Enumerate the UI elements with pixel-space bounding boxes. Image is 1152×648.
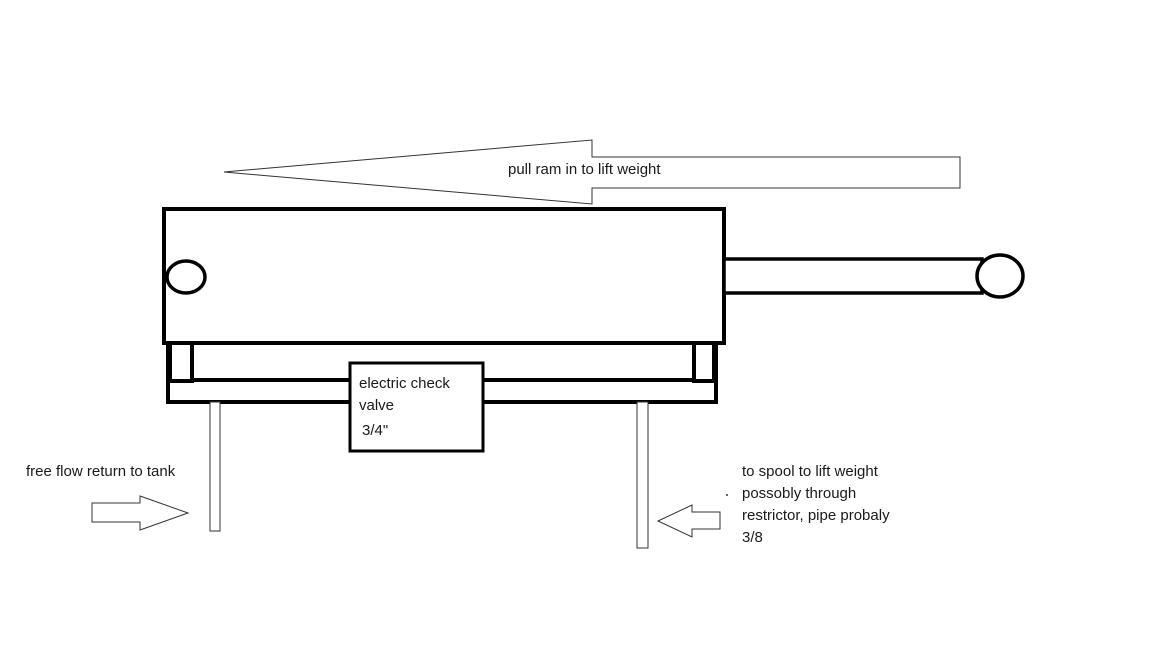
pull-direction-arrow — [223, 139, 961, 205]
right-pipe-label-line4: 3/8 — [742, 529, 763, 546]
right-pipe-label-line3: restrictor, pipe probaly — [742, 507, 890, 524]
piston-rod — [722, 257, 984, 295]
pull-arrow-label: pull ram in to lift weight — [508, 161, 661, 178]
return-flow-arrow — [91, 495, 190, 531]
right-port-stub — [692, 341, 716, 383]
right-pipe-label-line1: to spool to lift weight — [742, 463, 878, 480]
left-port-stub — [168, 341, 194, 383]
valve-label-line2: valve — [359, 397, 395, 414]
supply-flow-arrow — [656, 504, 721, 538]
supply-pipe-right — [636, 401, 649, 549]
bypass-pipe-outer — [166, 343, 350, 404]
bypass-pipe-inner-right — [484, 343, 696, 382]
cylinder-mount-eye — [165, 259, 207, 295]
bypass-pipe-inner — [190, 343, 350, 382]
valve-label-line1: electric check — [359, 375, 450, 392]
right-pipe-label-line2: possobly through — [742, 485, 857, 502]
bypass-pipe-outer-right — [484, 343, 718, 404]
rod-end-eye — [975, 253, 1025, 299]
check-valve-box — [348, 361, 485, 453]
cylinder-body — [162, 207, 726, 345]
valve-size-label: 3/4" — [362, 422, 389, 439]
stray-dot — [726, 494, 728, 496]
return-pipe-left — [209, 401, 221, 532]
left-pipe-label: free flow return to tank — [26, 463, 176, 480]
